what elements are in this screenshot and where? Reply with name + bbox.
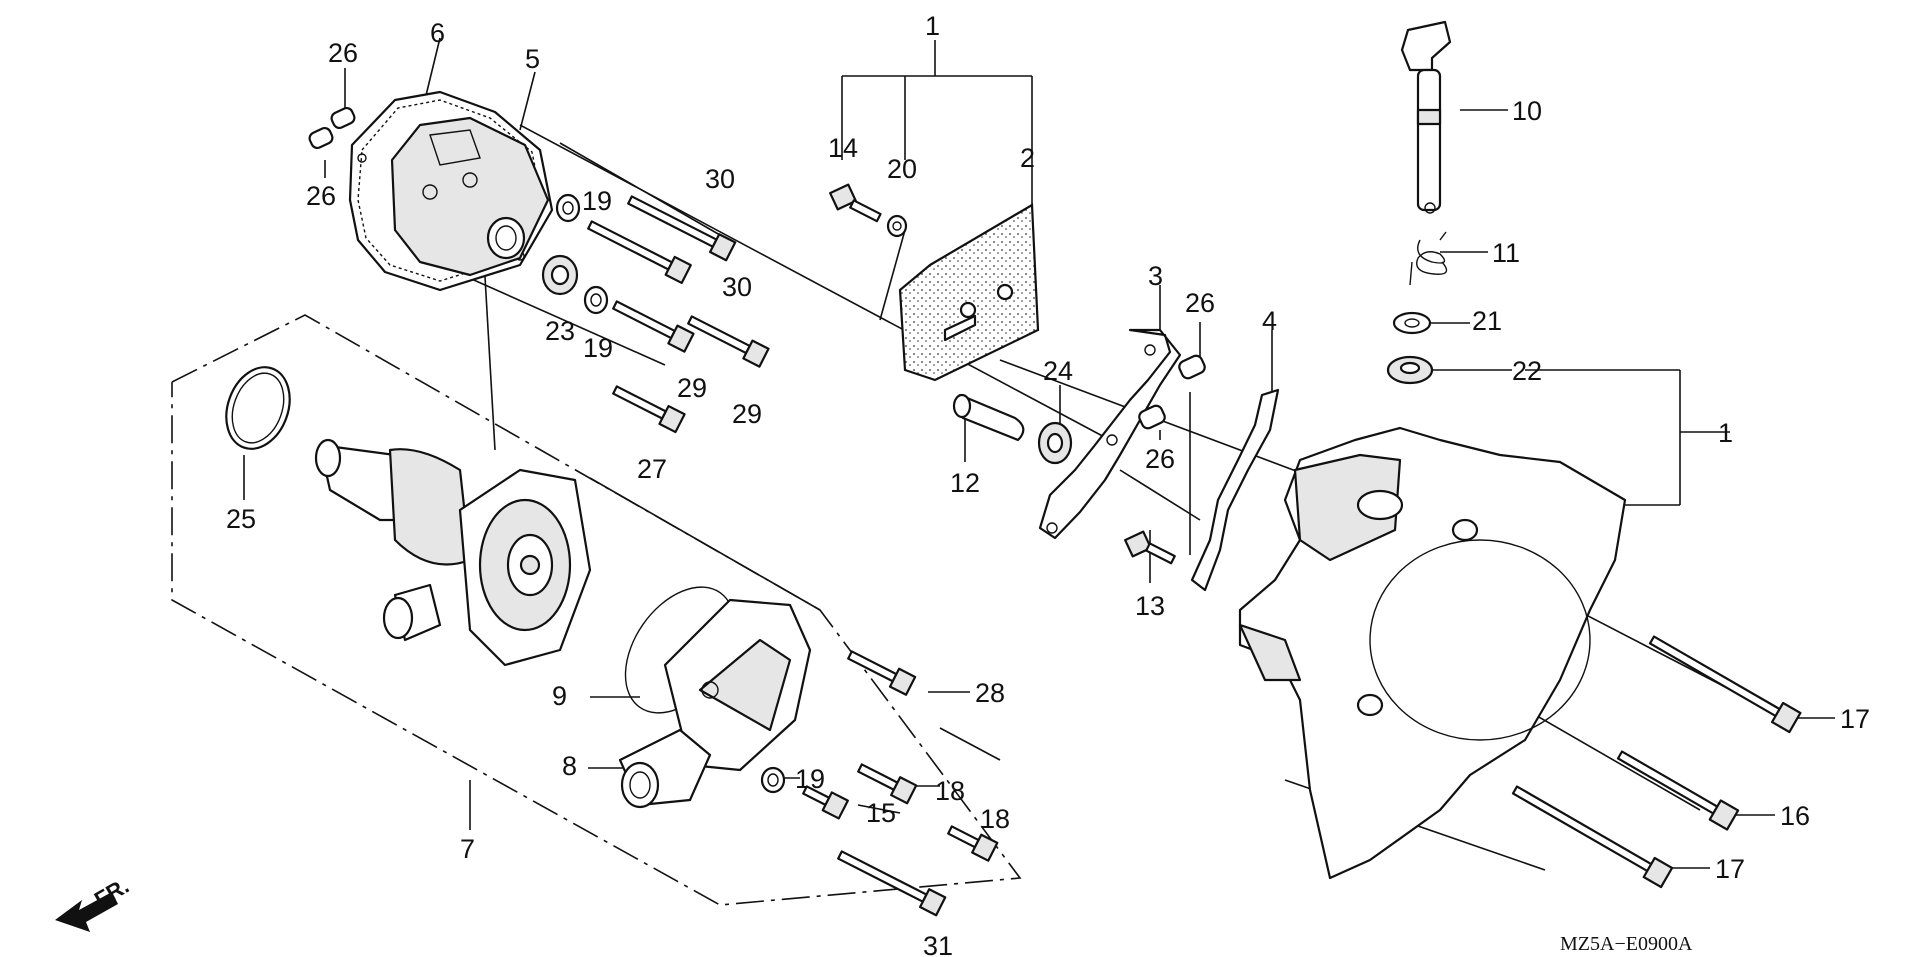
callout-30-lower: 30 [722,272,752,302]
callout-16: 16 [1780,801,1810,831]
bolts-lower [802,650,999,917]
callout-18-lower: 18 [980,804,1010,834]
dowel-pins-left [308,106,356,150]
callout-27: 27 [637,454,667,484]
bolts-upper [587,195,770,434]
callout-22: 22 [1512,356,1542,386]
callout-28: 28 [975,678,1005,708]
callout-7: 7 [460,834,475,864]
callout-13: 13 [1135,591,1165,621]
callout-2: 2 [1020,143,1035,173]
callout-18-upper: 18 [935,776,965,806]
assembly-boundary [171,314,1022,906]
callout-19-middle: 19 [583,333,613,363]
callout-1-right: 1 [1718,418,1733,448]
pump-cover [390,116,550,277]
callout-26-topleft: 26 [328,38,358,68]
pin-and-bearing [952,393,1073,465]
washer-21 [1392,311,1432,335]
callout-21: 21 [1472,306,1502,336]
shift-shaft [1400,20,1452,214]
callout-31: 31 [923,931,953,957]
callout-24: 24 [1043,356,1073,386]
return-spring [1409,231,1448,286]
cover-gasket [1190,388,1280,592]
callout-29-left: 29 [677,373,707,403]
callout-10: 10 [1512,96,1542,126]
callout-26-left: 26 [306,181,336,211]
callout-9: 9 [552,681,567,711]
callout-29-right: 29 [732,399,762,429]
callout-12: 12 [950,468,980,498]
callout-11: 11 [1492,238,1520,268]
callout-26-right-upper: 26 [1185,288,1215,318]
bolt-13 [1124,530,1176,565]
callout-4: 4 [1262,306,1277,336]
callout-30-upper: 30 [705,164,735,194]
water-pump-body [314,438,592,667]
callout-3: 3 [1148,261,1163,291]
callout-17-lower: 17 [1715,854,1745,884]
dowel-pins-right [1138,354,1206,430]
callout-25: 25 [226,504,256,534]
callout-26-right-lower: 26 [1145,444,1175,474]
crankcase-cover [1238,426,1627,880]
callout-19-upper: 19 [582,186,612,216]
callout-15: 15 [866,798,896,828]
cover-pad [829,183,1040,382]
callout-8: 8 [562,751,577,781]
callout-19-lower: 19 [795,764,825,794]
seal-22 [1386,355,1434,385]
water-outlet-housing [618,586,812,809]
callout-20: 20 [887,154,917,184]
callout-23: 23 [545,316,575,346]
callout-6: 6 [430,18,445,48]
o-ring [225,366,291,450]
front-direction-arrow-icon [55,892,118,932]
callout-5: 5 [525,44,540,74]
cover-bolts [1511,635,1802,889]
callout-labels: 1 1 2 3 4 5 6 7 8 9 10 11 12 13 14 15 16… [226,11,1870,957]
callout-14: 14 [828,133,858,163]
callout-17-upper: 17 [1840,704,1870,734]
oil-seals [541,193,786,794]
callout-1-top: 1 [925,11,940,41]
diagram-code: MZ5A−E0900A [1560,933,1693,955]
bracket [1038,328,1182,540]
